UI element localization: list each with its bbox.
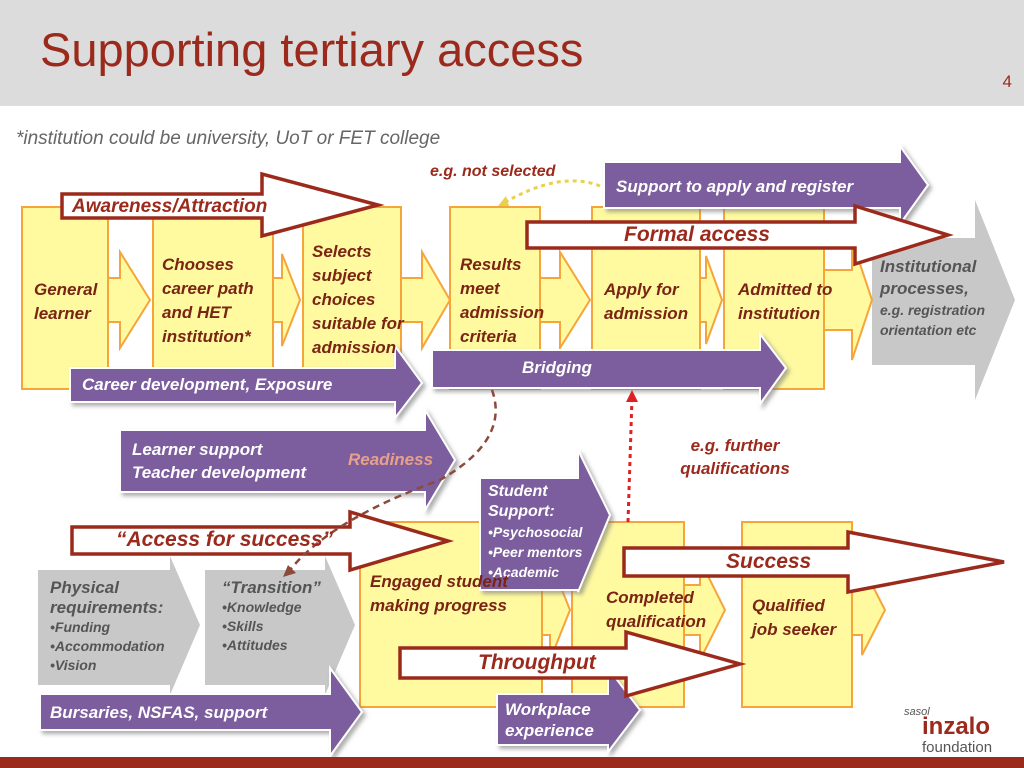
- page-title: Supporting tertiary access: [40, 23, 584, 76]
- institutional-sub: e.g. registration orientation etc: [880, 302, 986, 338]
- awareness-label: Awareness/Attraction: [72, 196, 268, 217]
- not-selected-label: e.g. not selected: [430, 163, 556, 180]
- readiness-label: Readiness: [348, 450, 434, 469]
- chooses-career-label: Chooses career path and HET institution*: [162, 255, 254, 346]
- list-item: Attitudes: [222, 636, 342, 655]
- list-item: Peer mentors: [488, 542, 598, 562]
- list-item: Knowledge: [222, 598, 342, 617]
- support-apply-label: Support to apply and register: [616, 177, 854, 196]
- student-support-title: Student Support:: [488, 483, 555, 520]
- bursaries-arrow: [39, 664, 364, 760]
- career-dev-arrow: [69, 342, 424, 421]
- teacher-dev-label: Teacher development: [132, 463, 307, 482]
- access-success-label: “Access for success”: [116, 528, 334, 551]
- list-item: Vision: [50, 656, 200, 675]
- transition-list: Knowledge Skills Attitudes: [222, 598, 342, 655]
- apply-admission-label: Apply for admission: [604, 280, 689, 323]
- workplace-label: Workplace experience: [505, 700, 594, 740]
- institutional-label: Institutional processes, e.g. registrati…: [880, 256, 1012, 340]
- institutional-title: Institutional processes,: [880, 257, 977, 298]
- list-item: Skills: [222, 617, 342, 636]
- selects-subject-label: Selects subject choices suitable for adm…: [312, 242, 404, 357]
- inzalo-logo-text: inzalo: [922, 713, 991, 740]
- results-meet-arrow: [539, 248, 592, 352]
- success-label: Success: [726, 550, 812, 573]
- chooses-career-box: [152, 206, 274, 390]
- header-bar: [0, 0, 1024, 106]
- completed-arrow: [683, 559, 727, 661]
- institution-note: *institution could be university, UoT or…: [16, 128, 441, 149]
- success-banner: [622, 529, 1005, 595]
- slide-number: 4: [1002, 72, 1012, 91]
- learner-support-arrow: [119, 406, 457, 514]
- awareness-banner: [60, 171, 385, 239]
- results-meet-label: Results meet admission criteria: [460, 255, 545, 346]
- student-support-list: Psychosocial Peer mentors Academic: [488, 522, 598, 582]
- list-item: Psychosocial: [488, 522, 598, 542]
- career-dev-label: Career development, Exposure: [82, 375, 333, 394]
- throughput-banner: [398, 629, 747, 699]
- transition-block: “Transition” Knowledge Skills Attitudes: [222, 578, 342, 655]
- list-item: Accommodation: [50, 637, 200, 656]
- physical-title: Physical requirements:: [50, 578, 164, 617]
- completed-label: Completed qualification: [606, 588, 707, 631]
- engaged-label: Engaged student making progress: [370, 572, 508, 615]
- bottom-bar: [0, 757, 1024, 768]
- further-quals-connector: [626, 397, 634, 523]
- not-selected-connector: [501, 179, 601, 206]
- qualified-label: Qualified job seeker: [752, 596, 837, 639]
- support-apply-arrow: [603, 142, 930, 228]
- transition-title: “Transition”: [222, 578, 321, 597]
- formal-access-banner: [525, 203, 954, 267]
- institutional-arrow: [872, 200, 1015, 400]
- access-success-banner: [70, 509, 455, 573]
- bursaries-label: Bursaries, NSFAS, support: [50, 703, 268, 722]
- admitted-arrow: [823, 239, 874, 361]
- general-learner-label: General learner: [34, 280, 98, 323]
- chooses-career-arrow: [272, 253, 302, 347]
- list-item: Academic: [488, 562, 598, 582]
- bridging-arrow: [431, 331, 788, 408]
- workplace-arrow: [496, 665, 642, 755]
- selects-subject-arrow: [400, 248, 452, 352]
- throughput-label: Throughput: [478, 651, 596, 674]
- physical-list: Funding Accommodation Vision: [50, 618, 200, 675]
- apply-admission-arrow: [699, 255, 724, 345]
- student-support-block: Student Support: Psychosocial Peer mento…: [488, 482, 598, 582]
- physical-block: Physical requirements: Funding Accommoda…: [50, 578, 200, 675]
- foundation-logo-text: foundation: [922, 739, 993, 756]
- admitted-label: Admitted to institution: [738, 280, 833, 323]
- formal-access-label: Formal access: [624, 223, 770, 246]
- list-item: Funding: [50, 618, 200, 637]
- general-learner-arrow: [107, 248, 152, 352]
- readiness-connector: [289, 389, 497, 571]
- sasol-logo-text: sasol: [904, 706, 930, 718]
- bridging-label: Bridging: [522, 358, 592, 377]
- further-quals-label: e.g. further qualifications: [680, 436, 790, 478]
- learner-support-label: Learner support: [132, 440, 263, 459]
